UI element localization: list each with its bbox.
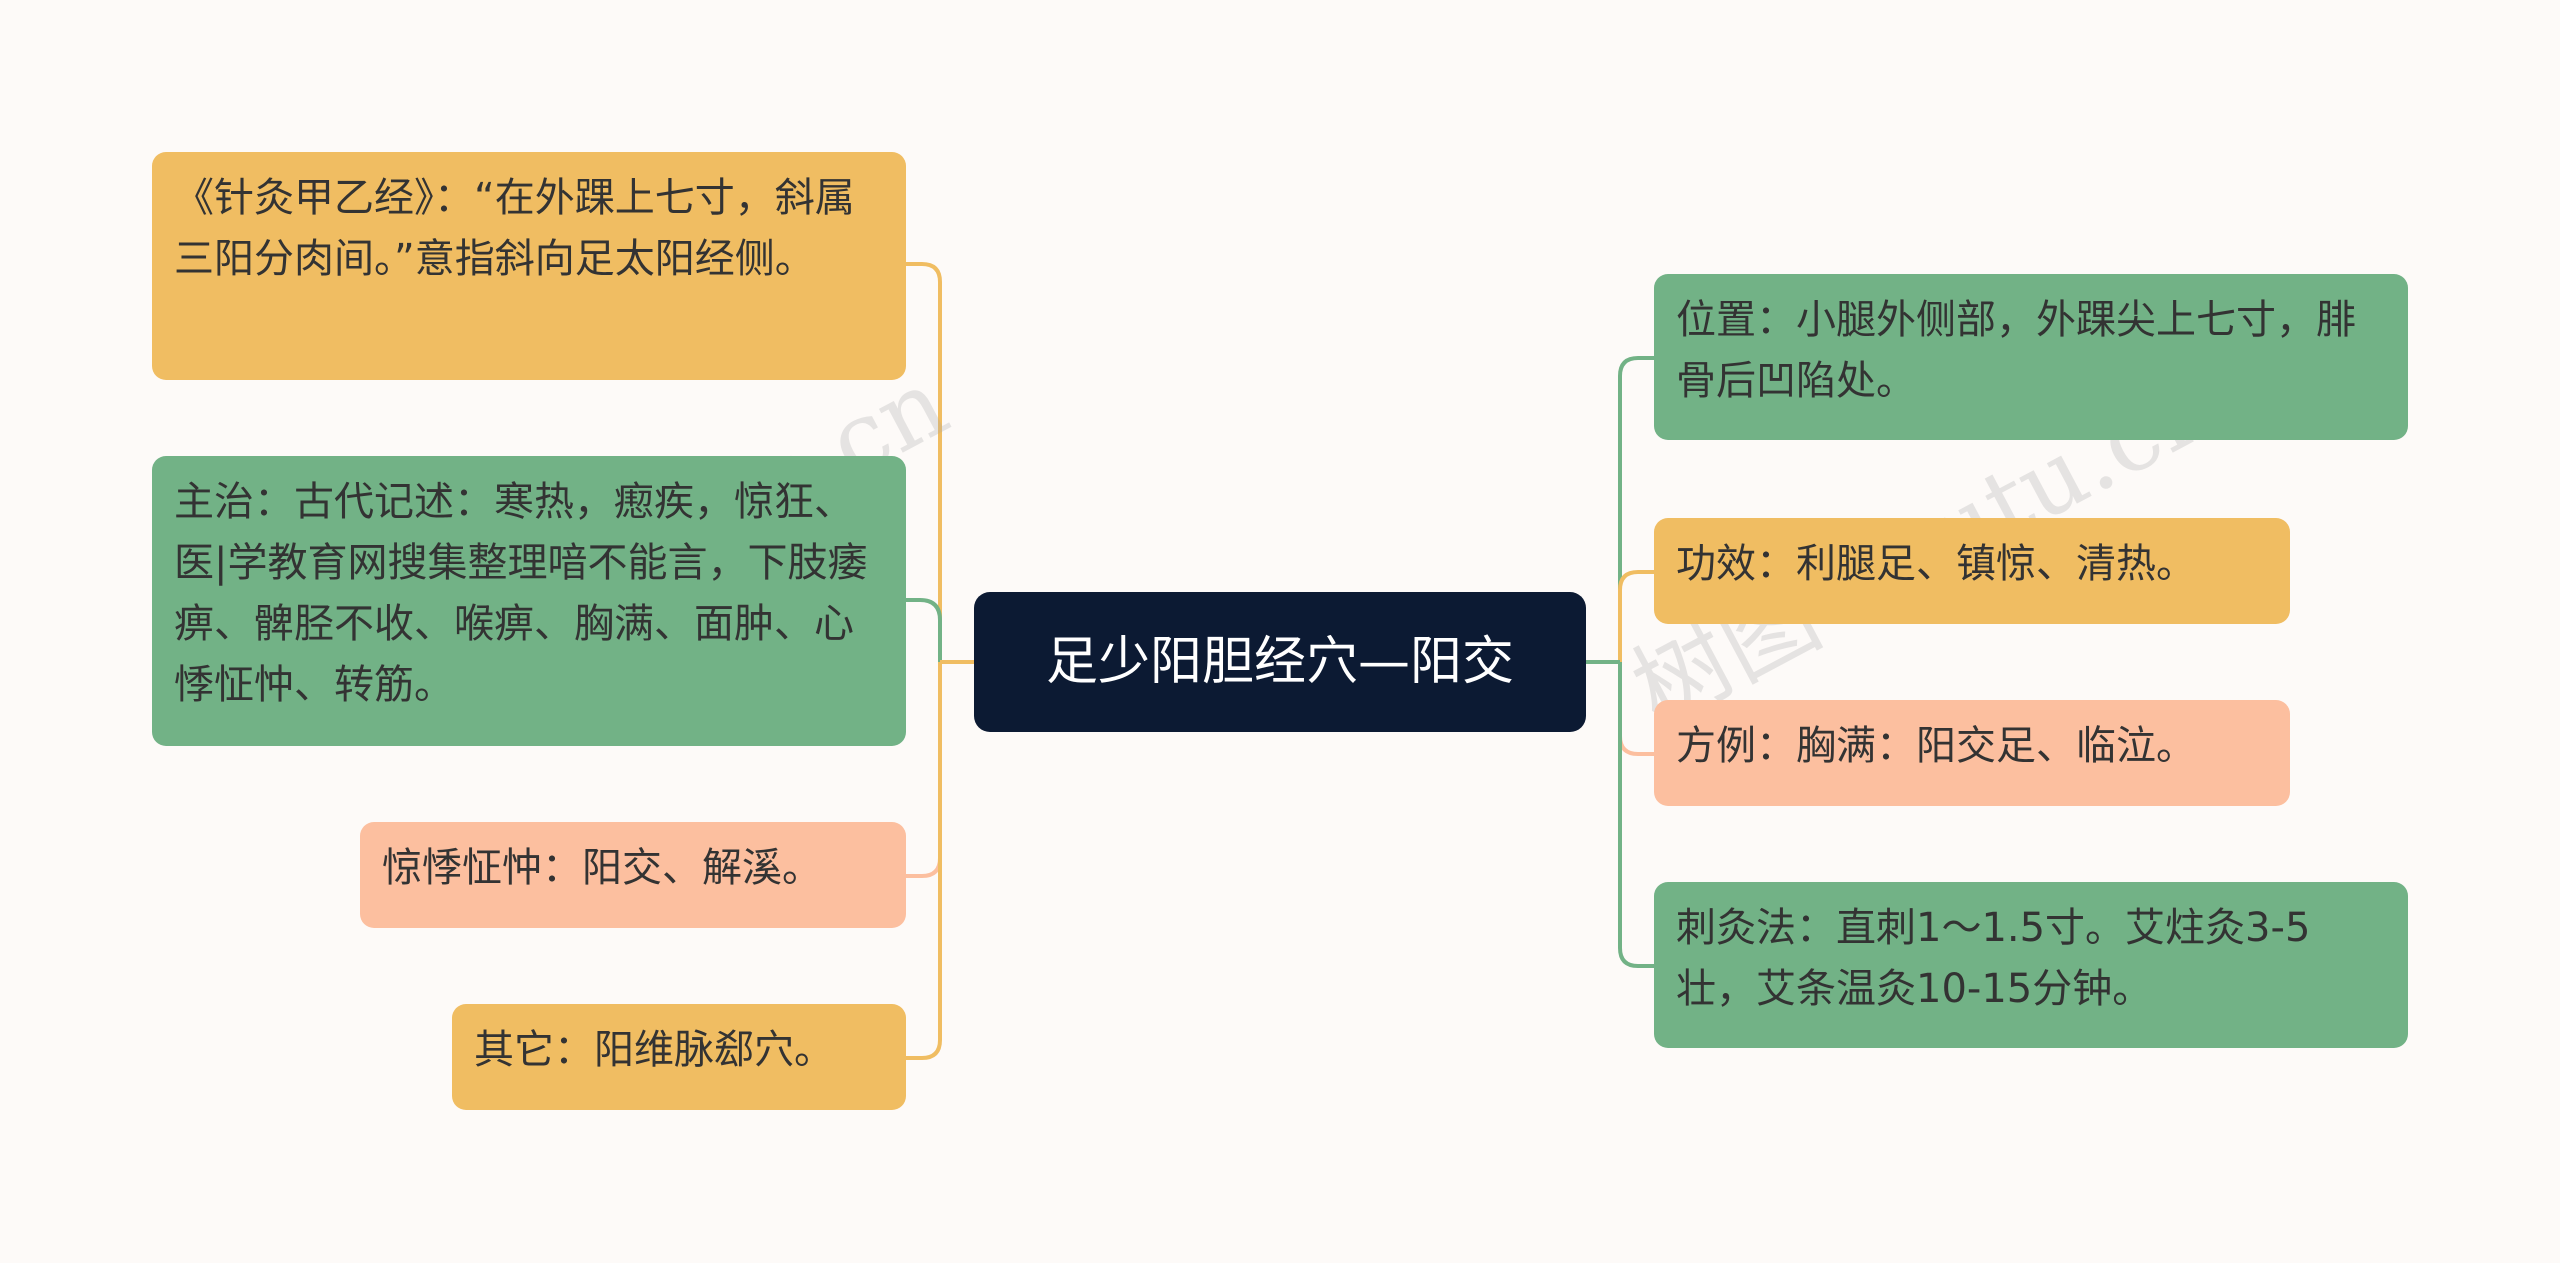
right-node-location[interactable]: 位置：小腿外侧部，外踝尖上七寸，腓骨后凹陷处。: [1654, 274, 2408, 440]
left-node-other[interactable]: 其它：阳维脉郄穴。: [452, 1004, 906, 1110]
connector-left-2: [906, 598, 942, 662]
connector-right-3: [1618, 662, 1654, 756]
left-node-palpitation[interactable]: 惊悸怔忡：阳交、解溪。: [360, 822, 906, 928]
connector-left-4: [906, 662, 942, 1060]
left-node-indications[interactable]: 主治：古代记述：寒热，瘛疾，惊狂、医|学教育网搜集整理喑不能言，下肢痿痹、髀胫不…: [152, 456, 906, 746]
left-node-source[interactable]: 《针灸甲乙经》：“在外踝上七寸，斜属三阳分肉间。”意指斜向足太阳经侧。: [152, 152, 906, 380]
connector-left-1: [906, 262, 942, 662]
right-node-effect[interactable]: 功效：利腿足、镇惊、清热。: [1654, 518, 2290, 624]
connector-right-4: [1618, 662, 1654, 968]
right-node-prescription[interactable]: 方例：胸满：阳交足、临泣。: [1654, 700, 2290, 806]
central-topic[interactable]: 足少阳胆经穴—阳交: [974, 592, 1586, 732]
connector-left-3: [906, 662, 942, 878]
connector-right-2: [1618, 570, 1654, 662]
connector-right-1: [1618, 356, 1654, 662]
right-node-needling[interactable]: 刺灸法：直刺1～1.5寸。艾炷灸3-5壮，艾条温灸10-15分钟。: [1654, 882, 2408, 1048]
